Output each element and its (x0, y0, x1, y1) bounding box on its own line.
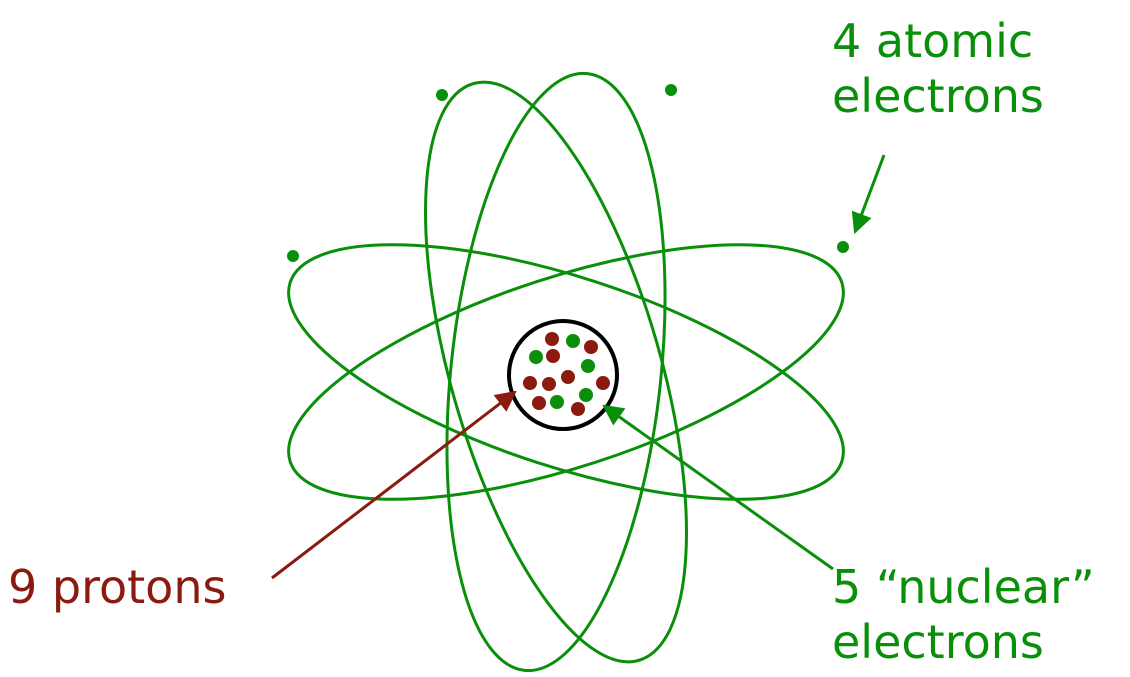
orbit-tilted-left (287, 243, 845, 501)
proton (561, 370, 575, 384)
atomic-electrons (287, 84, 849, 262)
orbit-tilted-right (287, 243, 845, 501)
nuclear-electron (581, 359, 595, 373)
atomic-electrons-label-line-1: 4 atomic (832, 14, 1034, 68)
orbit-near-vertical (445, 71, 667, 673)
atomic-electron (837, 241, 849, 253)
atomic-electron (665, 84, 677, 96)
atomic-electrons-label-line-2: electrons (832, 69, 1044, 124)
proton (584, 340, 598, 354)
nuclear-electron (566, 334, 580, 348)
proton (532, 396, 546, 410)
atomic-electron (287, 250, 299, 262)
nuclear-electron (550, 395, 564, 409)
atomic-electrons-label: 4 atomic electrons (832, 14, 1044, 124)
nuclear-electrons-arrow (602, 404, 834, 571)
nuclear-electrons-label: 5 “nuclear” electrons (832, 560, 1095, 670)
atomic-electron (436, 89, 448, 101)
proton (596, 376, 610, 390)
protons-label: 9 protons (8, 560, 227, 614)
proton (542, 377, 556, 391)
atomic-electron-arrow (851, 154, 886, 234)
proton (571, 402, 585, 416)
nuclear-electron (529, 350, 543, 364)
proton (545, 332, 559, 346)
orbit-near-vertical-2 (424, 80, 688, 664)
nucleus (507, 319, 619, 431)
nuclear-electron (579, 388, 593, 402)
nuclear-electrons-label-line-1: 5 “nuclear” (832, 560, 1095, 614)
nuclear-electrons (529, 334, 595, 409)
nuclear-electrons-label-line-2: electrons (832, 615, 1044, 670)
orbits (287, 71, 845, 673)
protons-arrow (271, 390, 517, 580)
proton (523, 376, 537, 390)
proton (546, 349, 560, 363)
protons (523, 332, 610, 416)
